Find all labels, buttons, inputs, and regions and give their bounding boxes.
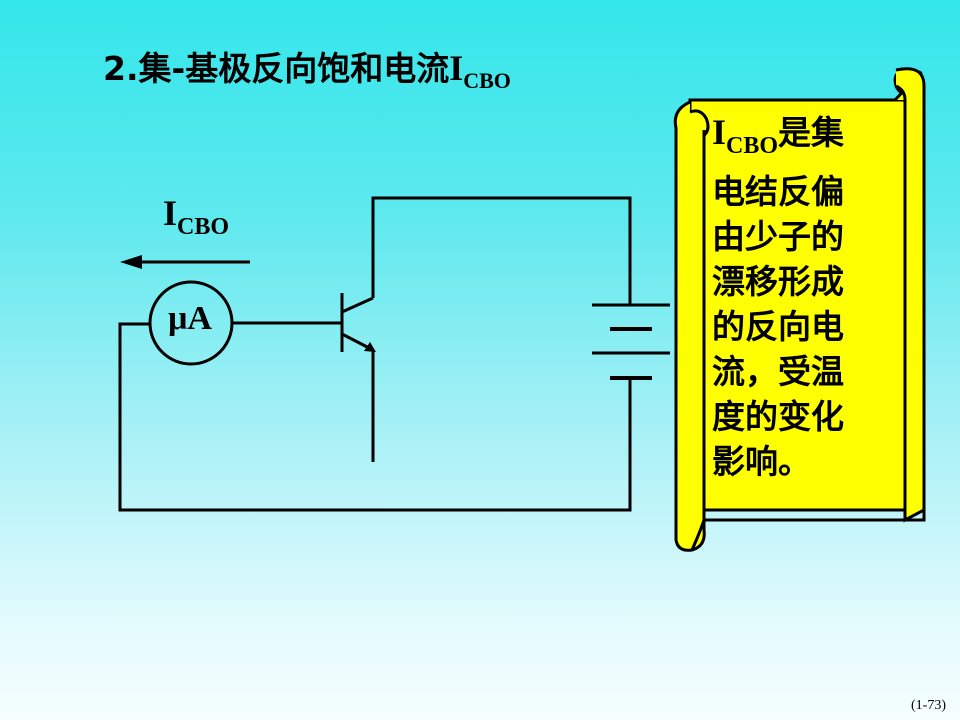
emitter-arrow-icon (364, 342, 376, 352)
title-text: 2.集-基极反向饱和电流 (103, 49, 450, 88)
scroll-left-edge (674, 128, 706, 552)
page-number: (1-73) (911, 698, 946, 713)
scroll-top-curl (895, 67, 926, 523)
microammeter (148, 280, 234, 366)
current-label: ICBO (163, 192, 229, 241)
callout-first-line-rest: 是集 (778, 113, 845, 152)
callout-line: 由少子的 (712, 217, 844, 256)
current-symbol: I (163, 193, 178, 233)
callout-text: ICBO是集 电结反偏 由少子的 漂移形成 的反向电 流，受温 度的变化 影响。 (712, 110, 902, 484)
callout-line: 的反向电 (712, 307, 844, 346)
callout-line: 漂移形成 (712, 262, 844, 301)
wire-bottom-loop (118, 322, 632, 512)
scroll-bottom-edge (704, 510, 926, 522)
transistor-collector (341, 296, 374, 314)
current-subscript: CBO (177, 214, 230, 240)
title-subscript: CBO (463, 68, 511, 93)
callout-line-1: ICBO是集 (712, 110, 902, 169)
callout-subscript: CBO (726, 133, 779, 159)
title-symbol: I (449, 48, 464, 88)
callout-symbol: I (712, 112, 727, 152)
callout-line: 流，受温 (712, 352, 844, 391)
slide-title: 2.集-基极反向饱和电流ICBO (103, 42, 511, 94)
callout-line: 电结反偏 (712, 172, 844, 211)
microammeter-label: μA (168, 300, 212, 337)
wire-top (371, 196, 632, 305)
scroll-bottom-curl (690, 519, 706, 551)
current-arrow-icon (120, 255, 142, 269)
scroll-callout (673, 67, 926, 552)
callout-line: 影响。 (712, 442, 811, 481)
callout-line: 度的变化 (712, 397, 844, 436)
